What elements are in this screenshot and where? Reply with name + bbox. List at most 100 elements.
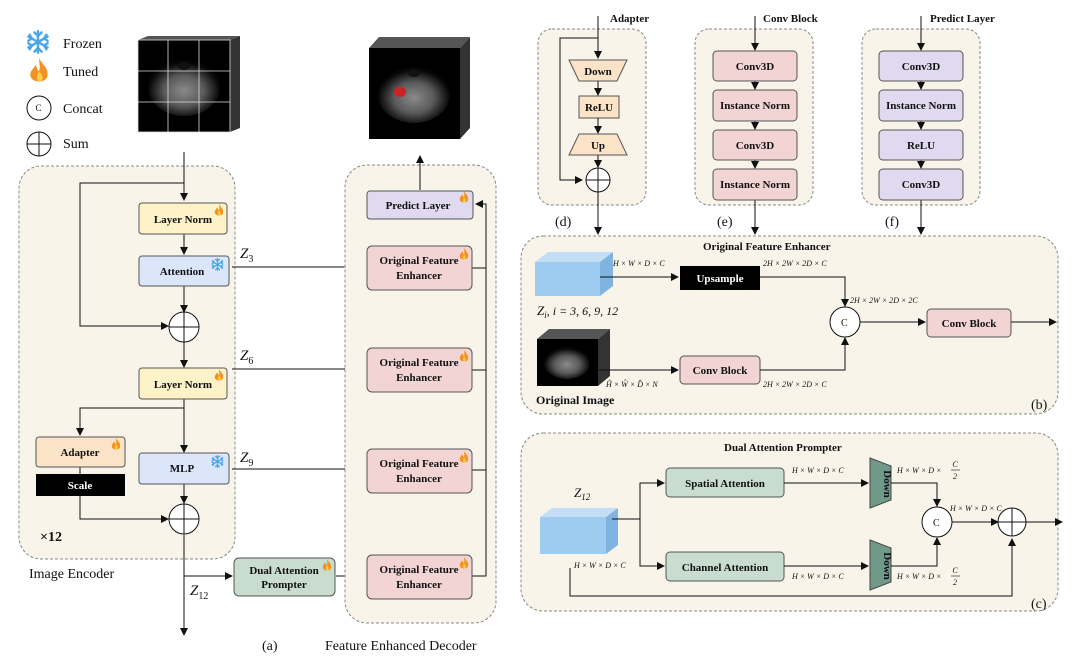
dap-dim-ca: H × W × D × C	[791, 572, 844, 581]
encoder-caption: Image Encoder	[29, 567, 114, 582]
upsample-block[interactable]: Upsample	[680, 266, 760, 290]
ofe-block-z6[interactable]: Original Feature Enhancer	[366, 347, 473, 393]
dap-detail-panel: Dual Attention Prompter Z12 H × W × D × …	[520, 432, 1063, 612]
conv-item-label: Instance Norm	[720, 179, 790, 191]
upsample-label: Upsample	[696, 273, 743, 285]
dap-frac-num-bot: C	[952, 566, 958, 575]
sum-node-2	[168, 503, 200, 535]
dual-attention-prompter-block[interactable]: Dual Attention Prompter	[233, 557, 336, 597]
dap-detail-title: Dual Attention Prompter	[724, 442, 842, 454]
ofe-conv-out-label: Conv Block	[942, 318, 998, 330]
svg-text:C: C	[933, 518, 940, 529]
predict-detail-title: Predict Layer	[930, 13, 995, 25]
predict-relu-block[interactable]: ReLU	[878, 129, 964, 161]
dap-dim-half-bot: H × W × D ×	[896, 572, 941, 581]
scale-block[interactable]: Scale	[36, 474, 125, 496]
dap-down-top[interactable]: Down	[869, 457, 893, 509]
flame-icon	[30, 58, 48, 82]
z12-label: Z12	[190, 583, 208, 602]
ofe-block-z9[interactable]: Original Feature Enhancer	[366, 448, 473, 494]
adapter-label: Adapter	[60, 447, 99, 459]
conv3d-block[interactable]: Conv3D	[712, 129, 798, 161]
ofe-dim-orig: Ĥ × Ŵ × D̂ × N	[605, 379, 658, 389]
ofe-conv-block-out[interactable]: Conv Block	[926, 308, 1012, 338]
ofe-label-1: Original Feature	[380, 357, 459, 369]
dap-frac-den-bot: 2	[953, 578, 957, 587]
instance-norm-block[interactable]: Instance Norm	[712, 168, 798, 201]
panel-c-label: (c)	[1031, 597, 1047, 612]
z3-label: Z3	[240, 246, 253, 265]
down-top-label: Down	[881, 470, 893, 498]
predict-item-label: Conv3D	[902, 179, 941, 191]
dap-dim-out: H × W × D × C	[949, 504, 1002, 513]
dap-frac-num-top: C	[952, 460, 958, 469]
predict-conv3d-block[interactable]: Conv3D	[878, 50, 964, 82]
sum-symbol-icon	[26, 131, 52, 157]
legend-concat: Concat	[63, 102, 103, 117]
predict-layer-detail-panel: Predict Layer Conv3D Instance Norm ReLU …	[861, 13, 995, 235]
input-ct-volume	[137, 36, 240, 133]
dap-sum-node	[997, 507, 1027, 537]
decoder-connections	[416, 155, 487, 577]
zi-label: Zi, i = 3, 6, 9, 12	[537, 303, 618, 320]
ofe-dim-conv: 2H × 2W × 2D × C	[763, 380, 827, 389]
conv-item-label: Conv3D	[736, 61, 775, 73]
feature-cube-zi	[535, 252, 613, 296]
legend-concat-symbol: C	[36, 103, 42, 113]
ofe-dim-in: H × W × D × C	[612, 259, 665, 268]
layer-norm-1[interactable]: Layer Norm	[138, 202, 228, 235]
relu-block[interactable]: ReLU	[578, 95, 620, 119]
ofe-label-2: Enhancer	[396, 270, 442, 282]
spatial-attention-block[interactable]: Spatial Attention	[665, 467, 785, 498]
down-projection-block[interactable]: Down	[568, 59, 628, 82]
predict-conv3d-block[interactable]: Conv3D	[878, 168, 964, 201]
ofe-block-z3[interactable]: Original Feature Enhancer	[366, 245, 473, 291]
snowflake-icon	[27, 30, 49, 54]
ofe-label-1: Original Feature	[380, 564, 459, 576]
ofe-label-2: Enhancer	[396, 579, 442, 591]
original-image-label: Original Image	[536, 393, 615, 407]
ofe-label-1: Original Feature	[380, 458, 459, 470]
predict-instance-norm-block[interactable]: Instance Norm	[878, 89, 964, 122]
ofe-conv-block-in[interactable]: Conv Block	[679, 355, 761, 385]
conv3d-block[interactable]: Conv3D	[712, 50, 798, 82]
panel-f-label: (f)	[885, 215, 899, 230]
conv-detail-title: Conv Block	[763, 13, 819, 25]
relu-label: ReLU	[585, 102, 613, 114]
attention-label: Attention	[160, 266, 205, 278]
ofe-block-z12[interactable]: Original Feature Enhancer	[366, 554, 473, 600]
encoder-repeat: ×12	[40, 530, 62, 545]
legend-tuned: Tuned	[63, 65, 98, 80]
adapter-block[interactable]: Adapter	[35, 436, 126, 468]
panel-a-label: (a)	[262, 639, 278, 654]
decoder-caption: Feature Enhanced Decoder	[325, 639, 477, 654]
panel-d-label: (d)	[555, 215, 572, 230]
concat-symbol-icon	[26, 95, 52, 121]
scale-label: Scale	[68, 480, 93, 492]
feature-enhanced-decoder-panel	[344, 164, 497, 624]
skip-connections	[232, 263, 365, 580]
dap-feature-cube	[540, 508, 618, 554]
dap-down-bottom[interactable]: Down	[869, 539, 893, 591]
predict-layer-block[interactable]: Predict Layer	[366, 190, 474, 220]
mlp-block[interactable]: MLP	[138, 452, 230, 485]
dap-dim-half-top: H × W × D ×	[896, 466, 941, 475]
layer-norm-2[interactable]: Layer Norm	[138, 367, 228, 400]
up-projection-block[interactable]: Up	[568, 133, 628, 156]
adapter-detail-title: Adapter	[610, 13, 649, 25]
predict-layer-label: Predict Layer	[386, 200, 451, 212]
ofe-detail-title: Original Feature Enhancer	[703, 241, 831, 253]
adapter-detail-panel: Adapter Down ReLU Up (d)	[537, 13, 649, 235]
attention-block[interactable]: Attention	[138, 255, 230, 287]
encoder-connections	[76, 152, 233, 636]
panel-e-label: (e)	[717, 215, 733, 230]
instance-norm-block[interactable]: Instance Norm	[712, 89, 798, 122]
channel-attention-block[interactable]: Channel Attention	[665, 551, 785, 582]
ofe-label-1: Original Feature	[380, 255, 459, 267]
dap-label-1: Dual Attention	[249, 565, 318, 577]
z9-label: Z9	[240, 450, 253, 469]
dap-dim-in: H × W × D × C	[573, 561, 626, 570]
predict-item-label: ReLU	[907, 140, 935, 152]
dap-label-2: Prompter	[261, 579, 307, 591]
